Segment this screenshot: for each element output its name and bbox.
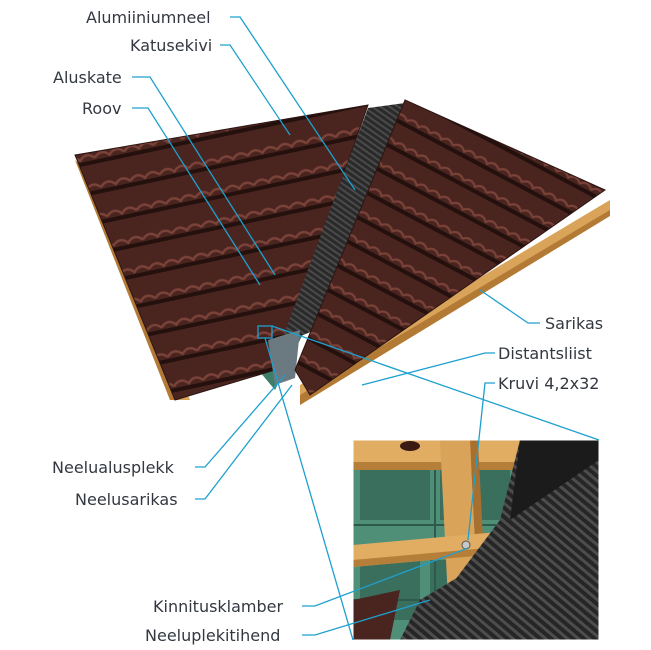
detail-inset-frame: [352, 439, 600, 641]
label-aluskate: Aluskate: [53, 68, 122, 87]
label-distantsliist: Distantsliist: [498, 344, 592, 363]
detail-inset: [353, 440, 599, 640]
label-kruvi: Kruvi 4,2x32: [498, 374, 599, 393]
label-sarikas: Sarikas: [545, 314, 603, 333]
right-roof-tiles: [295, 100, 605, 395]
label-neelualusplekk: Neelualusplekk: [52, 458, 175, 477]
label-kinnitusklamber: Kinnitusklamber: [153, 597, 284, 616]
label-katusekivi: Katusekivi: [130, 36, 212, 55]
roof-illustration: [74, 99, 610, 405]
label-roov: Roov: [82, 99, 121, 118]
label-alumiiniumneel: Alumiiniumneel: [86, 8, 211, 27]
left-roof-tiles: [75, 105, 368, 400]
leader-lines: [132, 16, 600, 641]
label-neeluplekitihend: Neeluplekitihend: [145, 626, 280, 645]
valley-flashing: [280, 103, 405, 345]
label-neelusarikas: Neelusarikas: [75, 490, 178, 509]
